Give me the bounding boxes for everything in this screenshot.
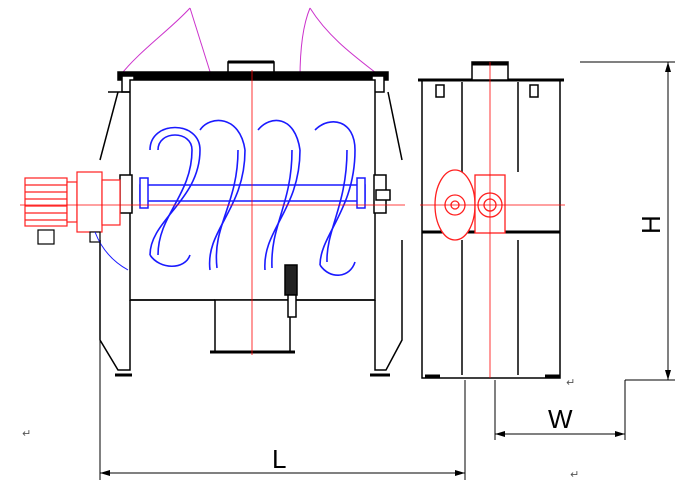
coupling-guard	[94, 231, 129, 271]
width-label: W	[548, 404, 573, 434]
ribbon-agitator	[149, 119, 356, 276]
side-centerlines	[420, 62, 565, 378]
height-label: H	[636, 215, 666, 234]
dimension-arrows	[100, 62, 671, 476]
front-centerlines	[20, 70, 405, 355]
legs	[99, 91, 403, 377]
shaft	[139, 177, 366, 209]
discharge-valve	[210, 264, 298, 354]
paragraph-mark: ↵	[22, 427, 31, 440]
dimension-lines	[99, 61, 675, 480]
drive-unit	[24, 171, 121, 245]
paragraph-mark: ↵	[566, 376, 575, 389]
length-label: L	[272, 444, 286, 474]
paragraph-mark: ↵	[570, 468, 579, 481]
side-view	[418, 61, 565, 379]
front-view	[20, 7, 405, 377]
